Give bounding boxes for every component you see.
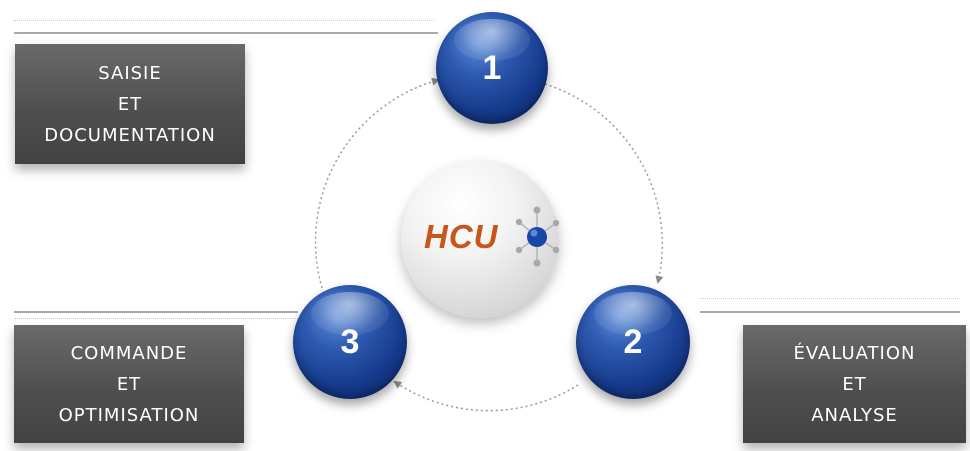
- bottom-left-dotted-line: [14, 318, 298, 319]
- step-1-circle: 1: [436, 12, 548, 124]
- box-line: DOCUMENTATION: [44, 124, 216, 146]
- box-line: ET: [117, 93, 143, 115]
- hcu-logo-text: HCU: [424, 218, 499, 255]
- step-number: 1: [482, 48, 502, 87]
- top-dotted-line: [14, 20, 434, 21]
- step-2-circle: 2: [576, 285, 690, 399]
- box-line: ET: [842, 373, 867, 395]
- box-line: SAISIE: [98, 62, 162, 84]
- bottom-right-dotted-line: [700, 298, 960, 299]
- step-number: 2: [623, 322, 643, 361]
- bottom-right-rule: [700, 311, 960, 313]
- bottom-left-rule: [14, 311, 298, 313]
- arrow-1-to-2: [544, 83, 664, 284]
- box-line: ET: [116, 373, 142, 395]
- box-line: ANALYSE: [811, 404, 898, 426]
- box-commande-optimisation: COMMANDE ET OPTIMISATION: [14, 325, 244, 443]
- box-line: ÉVALUATION: [793, 342, 916, 364]
- step-3-circle: 3: [293, 285, 407, 399]
- box-line: OPTIMISATION: [58, 404, 200, 426]
- box-line: COMMANDE: [70, 342, 188, 364]
- top-rule: [14, 32, 438, 34]
- arrow-2-to-3: [393, 380, 579, 412]
- box-evaluation-analyse: ÉVALUATION ET ANALYSE: [743, 325, 966, 443]
- box-saisie-documentation: SAISIE ET DOCUMENTATION: [15, 44, 245, 164]
- step-number: 3: [340, 322, 360, 361]
